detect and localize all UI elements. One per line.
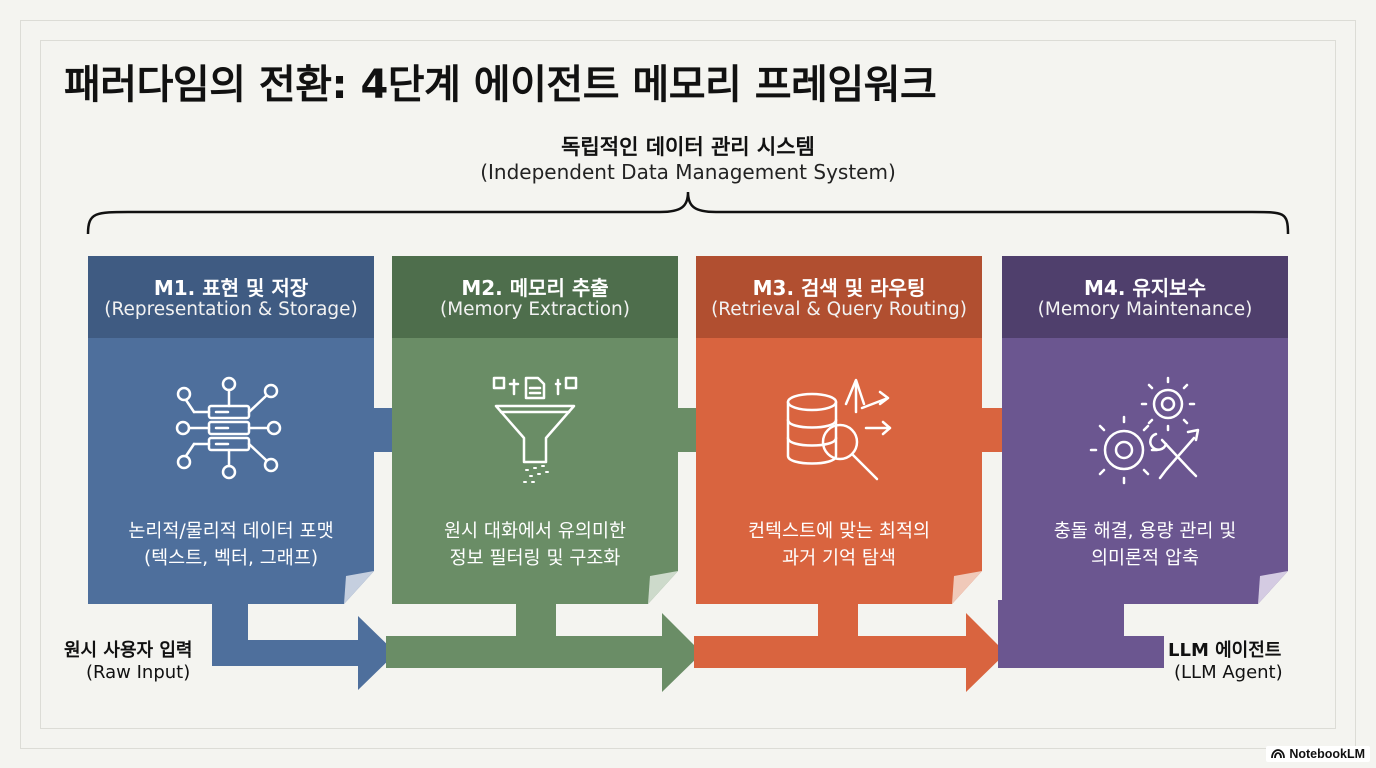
module-box-m1 xyxy=(88,256,425,604)
flow-arrow-2 xyxy=(386,600,702,692)
input-subtitle: (Raw Input) xyxy=(86,662,191,683)
system-title: 독립적인 데이터 관리 시스템 xyxy=(561,135,815,159)
module-box-m2 xyxy=(392,256,731,604)
flow-arrow-3 xyxy=(694,600,1006,692)
module-title-m3: M3. 검색 및 라우팅 xyxy=(752,276,926,300)
module-title-m4: M4. 유지보수 xyxy=(1084,276,1206,300)
module-desc-m1-line1: 논리적/물리적 데이터 포맷 xyxy=(128,521,334,542)
output-subtitle: (LLM Agent) xyxy=(1174,662,1283,683)
module-desc-m2-line2: 정보 필터링 및 구조화 xyxy=(449,548,621,569)
module-desc-m1-line2: (텍스트, 벡터, 그래프) xyxy=(143,548,319,569)
module-desc-m4-line2: 의미론적 압축 xyxy=(1090,548,1199,569)
system-brace xyxy=(86,191,1290,235)
filter-funnel-icon xyxy=(492,376,578,483)
module-subtitle-m3: (Retrieval & Query Routing) xyxy=(711,299,967,320)
module-title-m1: M1. 표현 및 저장 xyxy=(153,276,309,300)
input-title: 원시 사용자 입력 xyxy=(64,640,193,661)
page-title: 패러다임의 전환: 4단계 에이전트 메모리 프레임워크 xyxy=(64,62,937,108)
flow-arrow-1 xyxy=(212,600,396,690)
database-search-icon xyxy=(786,378,892,481)
module-desc-m2-line1: 원시 대화에서 유의미한 xyxy=(444,521,626,542)
module-desc-m3-line2: 과거 기억 탐색 xyxy=(782,548,896,569)
brand-name: NotebookLM xyxy=(1289,747,1365,761)
flow-arrow-4 xyxy=(998,600,1164,668)
module-title-m2: M2. 메모리 추출 xyxy=(461,276,609,300)
system-subtitle: (Independent Data Management System) xyxy=(480,160,896,184)
module-desc-m4-line1: 충돌 해결, 용량 관리 및 xyxy=(1053,521,1237,542)
module-subtitle-m2: (Memory Extraction) xyxy=(440,299,630,320)
gears-tools-icon xyxy=(1089,376,1200,485)
output-title: LLM 에이전트 xyxy=(1168,640,1282,661)
data-storage-network-icon xyxy=(175,376,282,480)
module-desc-m3-line1: 컨텍스트에 맞는 최적의 xyxy=(748,521,930,542)
module-subtitle-m1: (Representation & Storage) xyxy=(104,299,358,320)
module-subtitle-m4: (Memory Maintenance) xyxy=(1037,299,1253,320)
brand-badge: NotebookLM xyxy=(1266,746,1370,762)
notebooklm-logo-icon xyxy=(1271,749,1286,759)
module-box-m3 xyxy=(696,256,1035,604)
